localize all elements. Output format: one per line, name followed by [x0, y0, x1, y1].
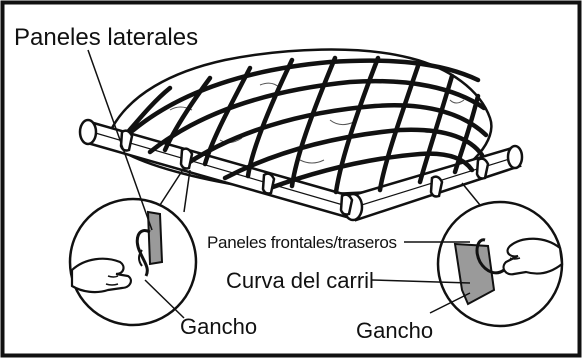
label-front-rear-panels: Paneles frontales/traseros: [207, 233, 397, 252]
label-rail-curve: Curva del carril: [226, 268, 374, 293]
left-detail-circle: [70, 199, 196, 325]
label-hook-left: Gancho: [180, 314, 257, 339]
right-detail-circle: [438, 202, 562, 326]
side-panel-rail-section: [148, 212, 162, 264]
rail-end-right: [508, 146, 522, 168]
rail-end-left: [80, 120, 96, 144]
roof-basket-with-net: [80, 50, 522, 220]
label-hook-right: Gancho: [356, 318, 433, 343]
right-hand: [504, 239, 562, 275]
label-side-panels: Paneles laterales: [14, 24, 198, 51]
left-hand: [72, 259, 131, 292]
